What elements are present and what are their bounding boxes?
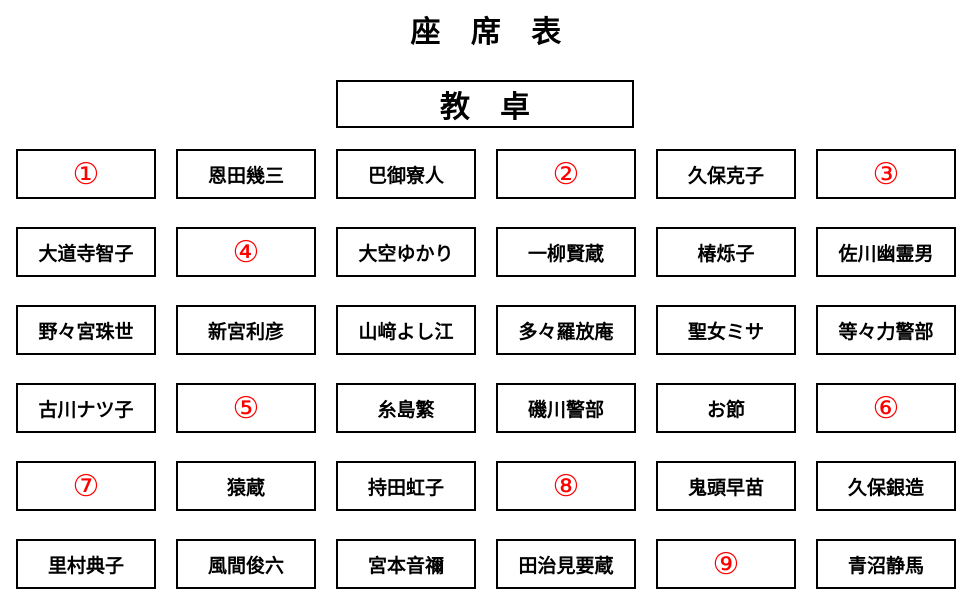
- seat-vacant: ⑧: [496, 461, 636, 511]
- seat-name: 青沼静馬: [816, 539, 956, 589]
- seat-name: 新宮利彦: [176, 305, 316, 355]
- seat-name: 恩田幾三: [176, 149, 316, 199]
- seat-name: 大道寺智子: [16, 227, 156, 277]
- seat-name: 磯川警部: [496, 383, 636, 433]
- seat-name: 宮本音禰: [336, 539, 476, 589]
- teacher-desk: 教 卓: [336, 80, 634, 128]
- seat-vacant: ①: [16, 149, 156, 199]
- seat-name: 田治見要蔵: [496, 539, 636, 589]
- seat-name: 鬼頭早苗: [656, 461, 796, 511]
- seat-name: 巴御寮人: [336, 149, 476, 199]
- seat-vacant: ⑨: [656, 539, 796, 589]
- page-title: 座 席 表: [410, 15, 562, 50]
- seat-name: お節: [656, 383, 796, 433]
- seat-name: 久保克子: [656, 149, 796, 199]
- seat-name: 古川ナツ子: [16, 383, 156, 433]
- seat-vacant: ⑦: [16, 461, 156, 511]
- seat-name: 持田虹子: [336, 461, 476, 511]
- seat-name: 椿烁子: [656, 227, 796, 277]
- seat-vacant: ⑥: [816, 383, 956, 433]
- seat-name: 等々力警部: [816, 305, 956, 355]
- seat-name: 大空ゆかり: [336, 227, 476, 277]
- seat-name: 聖女ミサ: [656, 305, 796, 355]
- seat-name: 一柳賢蔵: [496, 227, 636, 277]
- seat-name: 風間俊六: [176, 539, 316, 589]
- seat-name: 久保銀造: [816, 461, 956, 511]
- seat-name: 猿蔵: [176, 461, 316, 511]
- seat-name: 佐川幽霊男: [816, 227, 956, 277]
- seat-vacant: ②: [496, 149, 636, 199]
- seat-vacant: ⑤: [176, 383, 316, 433]
- seat-name: 野々宮珠世: [16, 305, 156, 355]
- seat-name: 糸島繁: [336, 383, 476, 433]
- seating-grid: ① 恩田幾三巴御寮人 ② 久保克子 ③ 大道寺智子 ④ 大空ゆかり一柳賢蔵椿烁子佐川幽霊男野々…: [16, 149, 956, 589]
- seat-name: 山﨑よし江: [336, 305, 476, 355]
- seat-vacant: ④: [176, 227, 316, 277]
- seat-name: 多々羅放庵: [496, 305, 636, 355]
- seat-vacant: ③: [816, 149, 956, 199]
- seat-name: 里村典子: [16, 539, 156, 589]
